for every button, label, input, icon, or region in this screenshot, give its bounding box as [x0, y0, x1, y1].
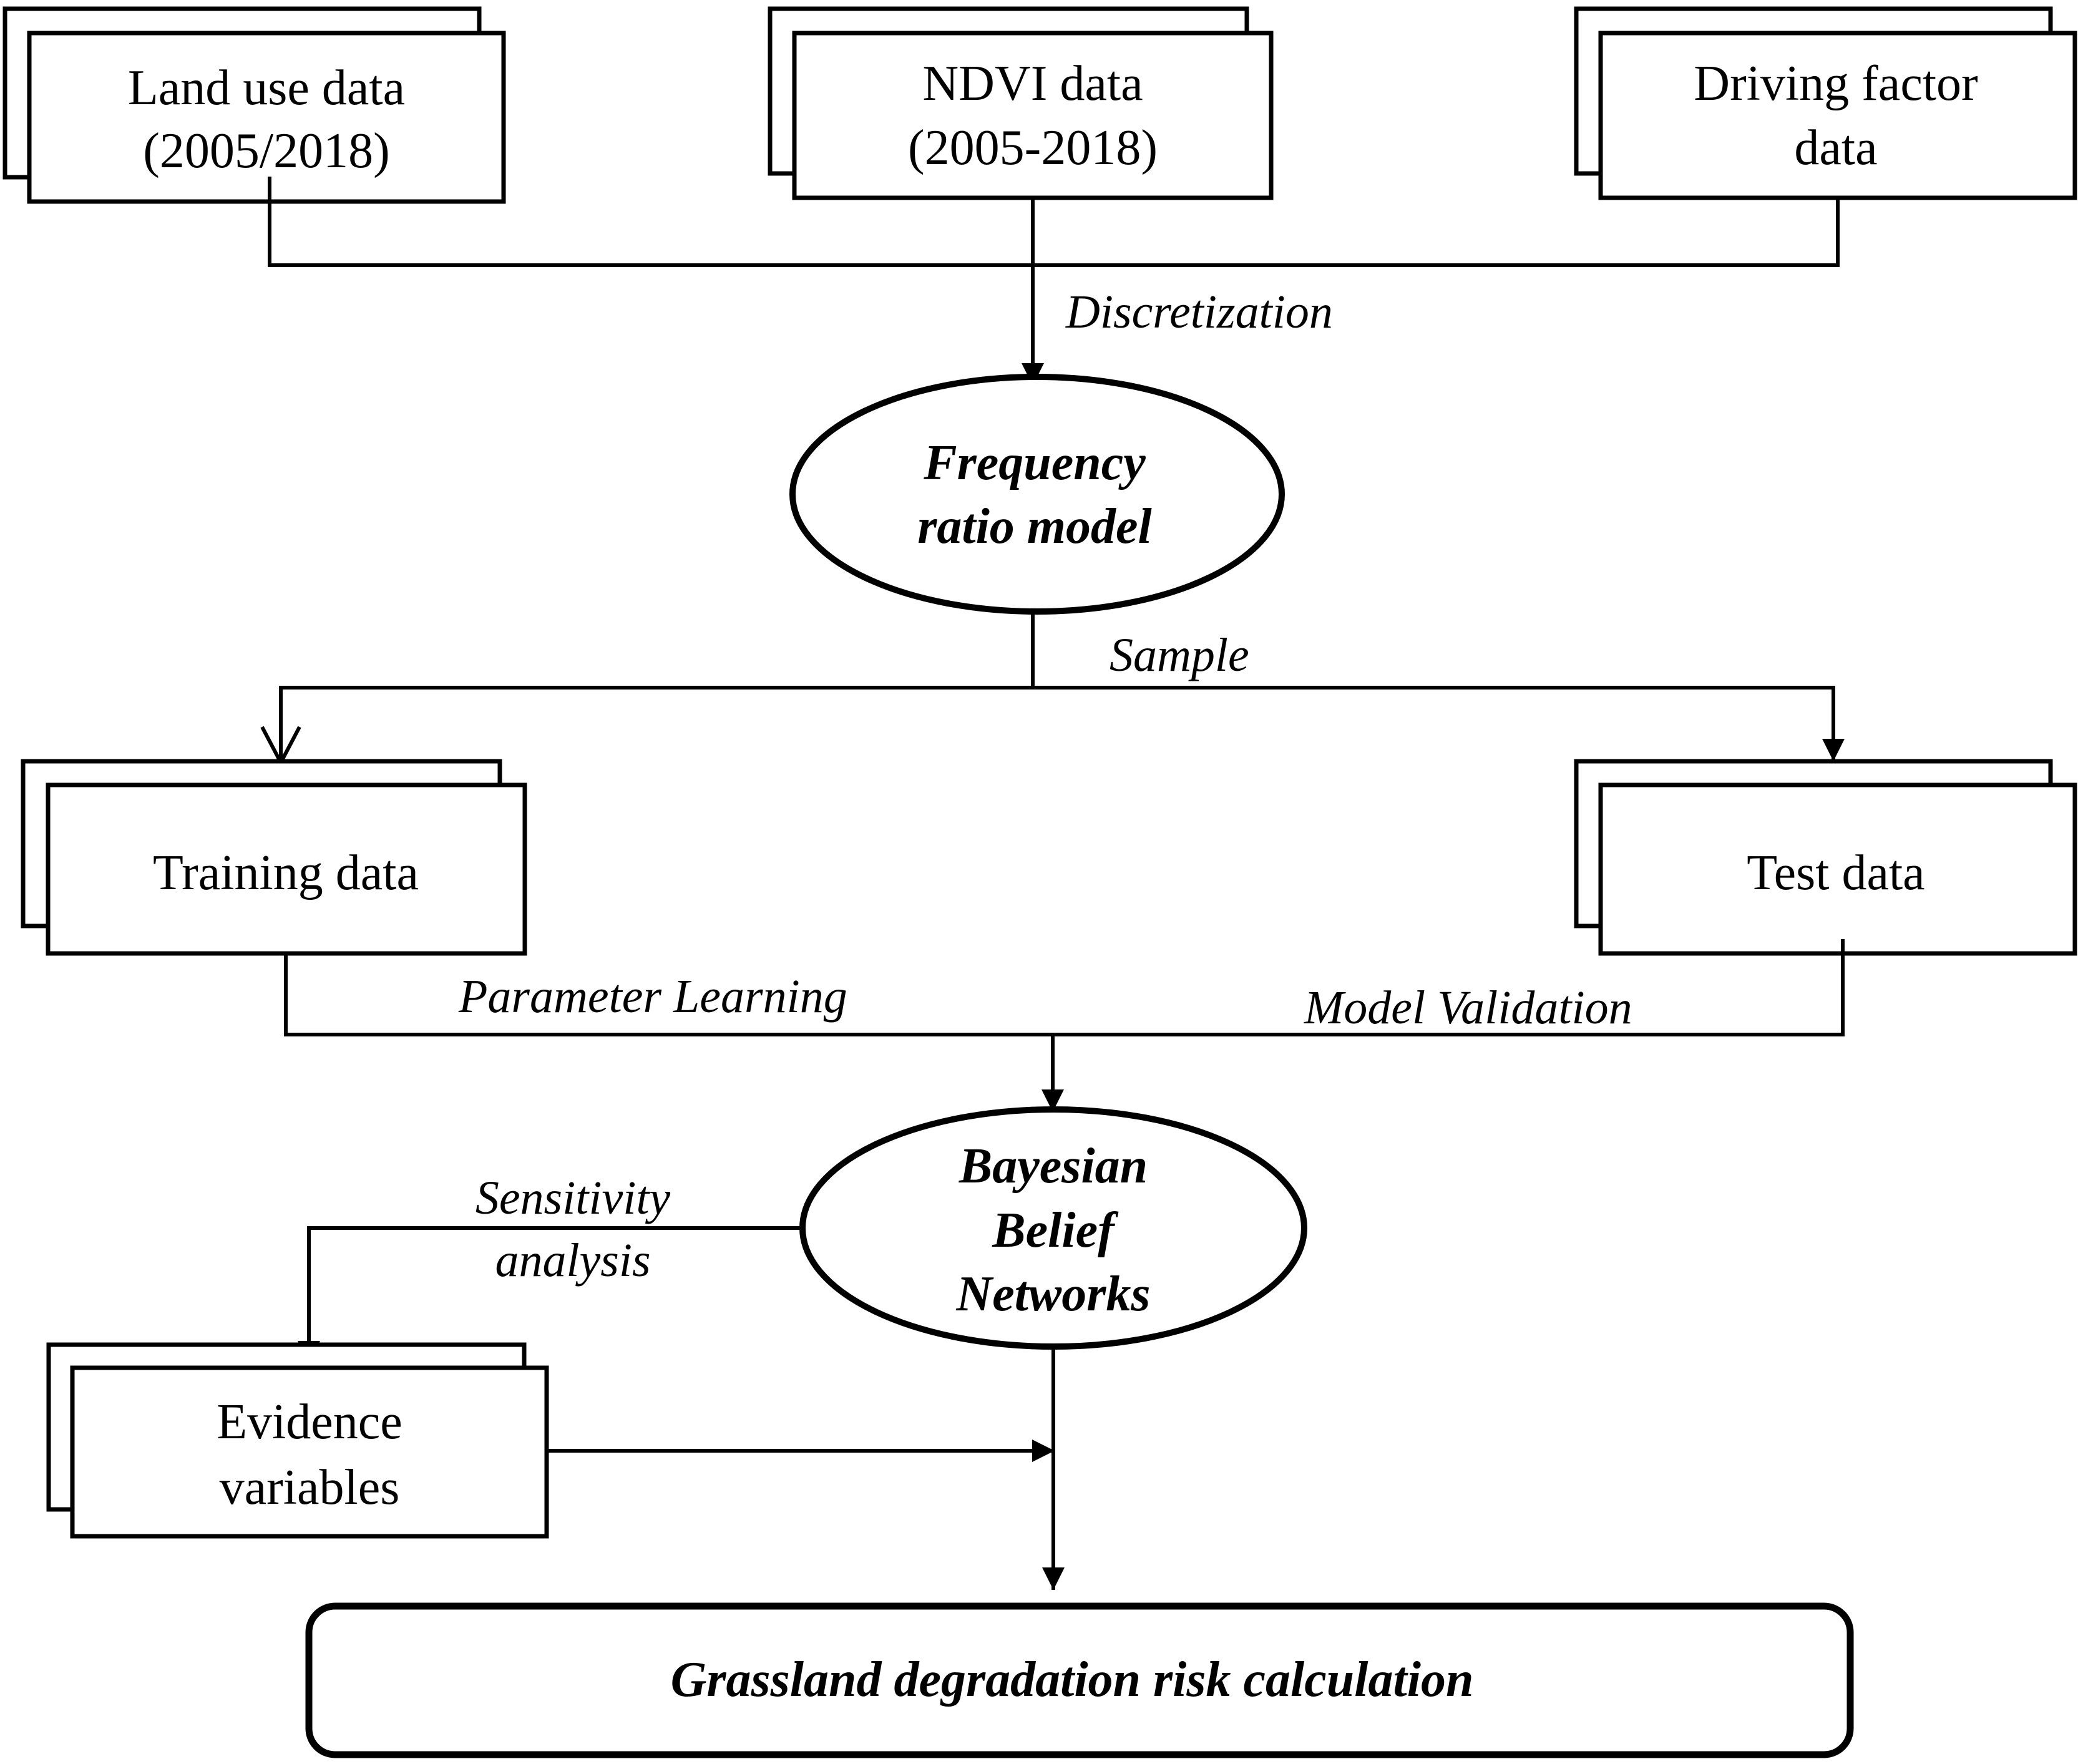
- frequency-line1: Frequency: [923, 436, 1146, 490]
- parameter-learning-label: Parameter Learning: [458, 970, 847, 1023]
- land-use-line1: Land use data: [128, 61, 405, 115]
- discretization-label: Discretization: [1065, 286, 1333, 338]
- sample-to-test-arrow: [1033, 686, 1845, 761]
- evidence-line1: Evidence: [217, 1395, 402, 1450]
- test-data-box: Test data: [1574, 759, 2077, 956]
- frequency-line2: ratio model: [917, 499, 1152, 554]
- sample-split-line: [279, 612, 1035, 763]
- training-label: Training data: [153, 845, 419, 900]
- sensitivity-line2: analysis: [495, 1234, 650, 1287]
- training-test-merge-line: [284, 939, 1845, 1036]
- test-label: Test data: [1747, 845, 1924, 900]
- bayesian-belief-networks-node: Bayesian Belief Networks: [799, 1106, 1307, 1350]
- sensitivity-line1: Sensitivity: [476, 1172, 671, 1224]
- driving-factor-data-box: Driving factor data: [1574, 6, 2077, 200]
- sample-label: Sample: [1110, 629, 1249, 681]
- land-use-data-box: Land use data (2005/2018): [2, 6, 506, 204]
- evidence-line2: variables: [220, 1460, 400, 1515]
- driving-line1: Driving factor: [1694, 56, 1978, 111]
- frequency-ratio-model-node: Frequency ratio model: [789, 374, 1285, 615]
- sensitivity-arrow: [298, 1226, 802, 1363]
- training-data-box: Training data: [21, 759, 527, 956]
- bbn-line3: Networks: [955, 1267, 1150, 1322]
- evidence-variables-box: Evidence variables: [46, 1342, 549, 1539]
- ndvi-line2: (2005-2018): [908, 120, 1158, 175]
- land-use-line2: (2005/2018): [143, 124, 390, 178]
- bbn-line1: Bayesian: [959, 1139, 1148, 1194]
- grassland-degradation-risk-box: Grassland degradation risk calculation: [305, 1602, 1854, 1758]
- driving-line2: data: [1794, 120, 1877, 175]
- ndvi-data-box: NDVI data (2005-2018): [768, 6, 1274, 200]
- bbn-line2: Belief: [992, 1203, 1119, 1258]
- final-label: Grassland degradation risk calculation: [671, 1652, 1474, 1707]
- model-validation-label: Model Validation: [1304, 982, 1632, 1034]
- ndvi-line1: NDVI data: [922, 56, 1143, 111]
- inputs-merge-line: [268, 177, 1840, 267]
